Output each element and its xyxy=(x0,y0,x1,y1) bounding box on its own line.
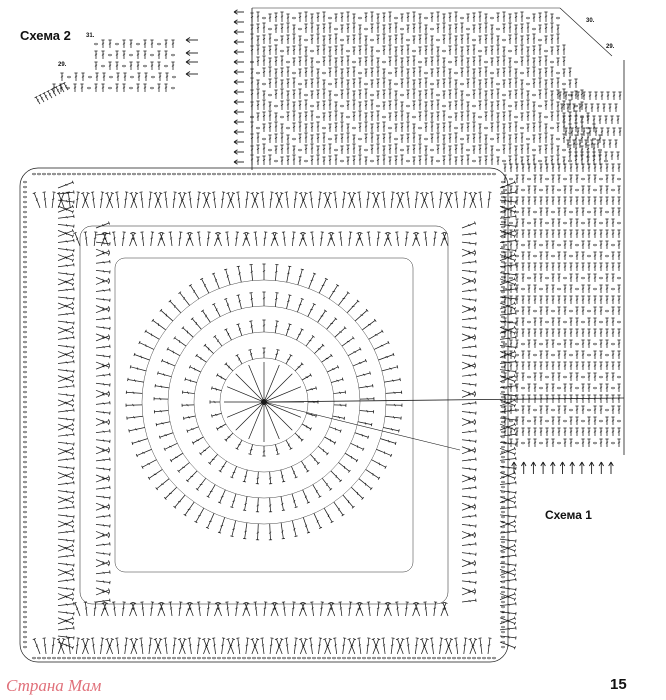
site-watermark: Страна Мам xyxy=(6,676,102,695)
direction-arrows xyxy=(511,461,614,474)
scheme-2-label: Схема 2 xyxy=(20,28,71,43)
row-number-29-scheme1: 29. xyxy=(606,44,615,50)
motif-center xyxy=(125,263,625,541)
granny-square-motif xyxy=(19,167,517,663)
top-edge-chart xyxy=(233,7,613,170)
row-number-29-scheme2: 29. xyxy=(58,62,67,68)
page-number: 15 xyxy=(610,676,627,693)
row-number-30: 30. xyxy=(586,18,595,24)
scheme-1-label: Схема 1 xyxy=(545,508,592,522)
row-number-31: 31. xyxy=(86,33,95,39)
right-edge-chart xyxy=(503,60,625,455)
scheme-2-diagram xyxy=(34,37,198,105)
